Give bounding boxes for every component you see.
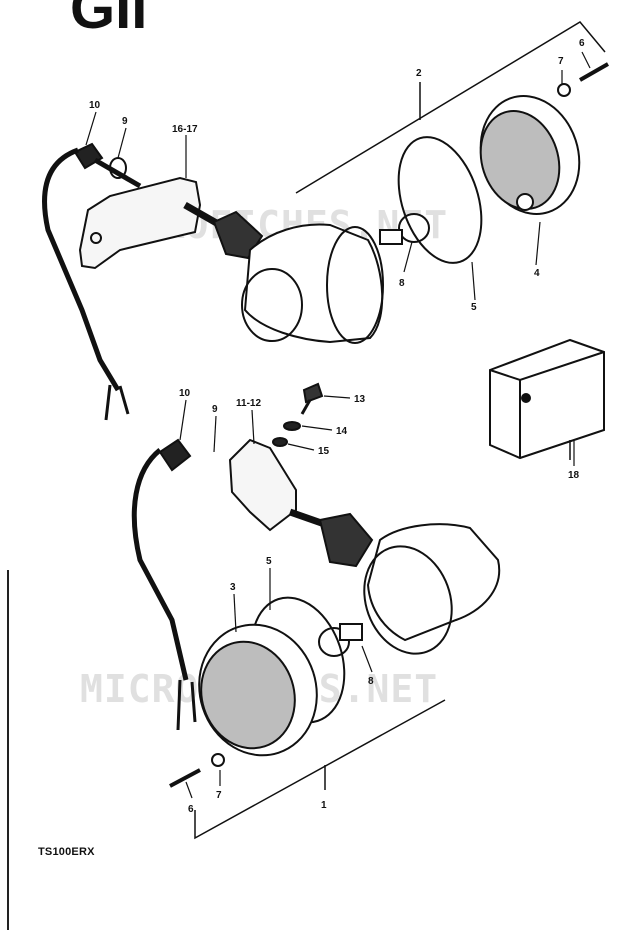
callout-9-bottom: 9	[212, 404, 218, 415]
callout-2: 2	[416, 68, 422, 79]
assembly-bracket-2	[295, 21, 606, 194]
bolt-top	[73, 142, 104, 170]
washer-7-top	[557, 83, 571, 97]
lens-bottom	[198, 623, 318, 757]
lens-top	[479, 95, 581, 215]
callout-18: 18	[568, 470, 580, 481]
relay-unit	[489, 338, 605, 460]
callout-16-17: 16-17	[172, 124, 198, 135]
callout-10-top: 10	[89, 100, 101, 111]
housing-top	[243, 223, 384, 344]
callout-14: 14	[336, 426, 348, 437]
gasket-top	[397, 136, 483, 264]
model-label: TS100ERX	[38, 846, 95, 858]
callout-1: 1	[321, 800, 327, 811]
housing-bottom	[366, 523, 501, 642]
screw-top	[579, 62, 609, 82]
callout-3: 3	[230, 582, 236, 593]
callout-7-bottom: 7	[216, 790, 222, 801]
callout-5-top: 5	[471, 302, 477, 313]
bolt-bottom	[158, 438, 192, 472]
callout-7-top: 7	[558, 56, 564, 67]
bottom-turn-signal-assembly	[131, 382, 501, 788]
bracket-bottom	[228, 438, 297, 532]
washer-15	[272, 437, 288, 447]
callout-15: 15	[318, 446, 330, 457]
heading-fragment: GII	[70, 0, 147, 41]
callout-5-bottom: 5	[266, 556, 272, 567]
callout-11-12: 11-12	[236, 398, 261, 409]
callout-9-top: 9	[122, 116, 128, 127]
bulb-top	[398, 213, 430, 243]
screw-bottom	[169, 768, 201, 788]
leader-lines	[85, 51, 591, 799]
top-turn-signal-assembly	[42, 62, 609, 421]
callout-8-bottom: 8	[368, 676, 374, 687]
callout-6-bottom: 6	[188, 804, 194, 815]
callout-10-bottom: 10	[179, 388, 191, 399]
wire-bottom	[131, 448, 189, 681]
callout-8-top: 8	[399, 278, 405, 289]
assembly-bracket-1	[194, 699, 446, 840]
bracket-top	[78, 176, 202, 270]
wire-top	[42, 147, 121, 392]
washer-14	[283, 421, 301, 431]
callout-6-top: 6	[579, 38, 585, 49]
screw-13	[302, 382, 324, 404]
washer-7-bottom	[211, 753, 225, 767]
callout-13: 13	[354, 394, 366, 405]
callout-4: 4	[534, 268, 540, 279]
